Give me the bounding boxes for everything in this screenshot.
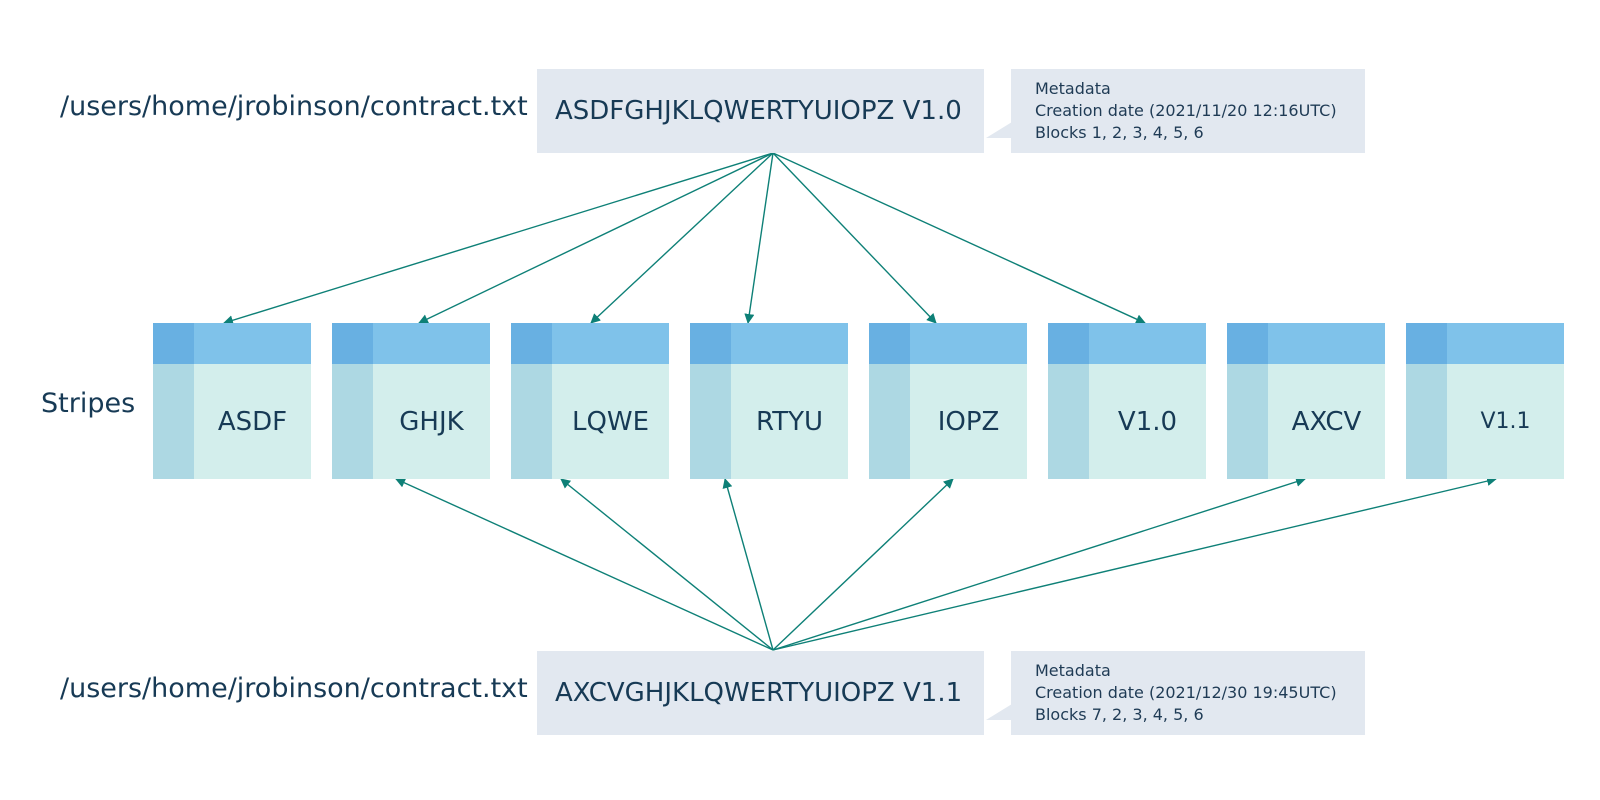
metadata-pointer-v1-1: [986, 704, 1012, 720]
file-content-v1-1: AXCVGHJKLQWERTYUIOPZ V1.1: [537, 651, 984, 735]
stripe-label: LQWE: [571, 406, 650, 437]
arrow-v1-0-to-asdf: [223, 152, 774, 326]
stripe-label: V1.1: [1480, 409, 1531, 434]
arrow-v1-0-to-v1-0: [772, 152, 1146, 324]
stripe-iopz: IOPZ: [869, 323, 1027, 479]
stripe-axcv: AXCV: [1227, 323, 1385, 479]
arrow-v1-1-to-rtyu: [722, 478, 774, 651]
stripe-label: IOPZ: [937, 406, 1000, 437]
stripe-label: ASDF: [217, 406, 288, 437]
metadata-blocks: Blocks 1, 2, 3, 4, 5, 6: [1035, 123, 1204, 142]
arrow-v1-1-to-axcv: [772, 476, 1306, 651]
stripe-label: V1.0: [1117, 406, 1178, 437]
stripe-rtyu: RTYU: [690, 323, 848, 479]
stripes-label: Stripes: [41, 388, 136, 419]
arrow-v1-0-to-ghjk: [418, 152, 774, 324]
stripe-v1-0: V1.0: [1048, 323, 1206, 479]
stripe-ghjk: GHJK: [332, 323, 490, 479]
arrow-v1-1-to-ghjk: [395, 478, 774, 651]
arrow-v1-0-to-iopz: [772, 152, 937, 324]
metadata-title: Metadata: [1035, 661, 1111, 680]
file-content-v1: ASDFGHJKLQWERTYUIOPZ V1.0: [537, 69, 984, 153]
file-path-v1: /users/home/jrobinson/contract.txt: [60, 91, 528, 122]
stripe-v1-1: V1.1: [1406, 323, 1564, 479]
metadata-blocks: Blocks 7, 2, 3, 4, 5, 6: [1035, 705, 1204, 724]
metadata-box-v1: Metadata Creation date (2021/11/20 12:16…: [1011, 69, 1365, 153]
metadata-title: Metadata: [1035, 79, 1111, 98]
stripe-asdf: ASDF: [153, 323, 311, 479]
metadata-creation-date: Creation date (2021/11/20 12:16UTC): [1035, 101, 1337, 120]
arrow-v1-0-to-rtyu: [744, 152, 774, 324]
metadata-box-v1-1: Metadata Creation date (2021/12/30 19:45…: [1011, 651, 1365, 735]
metadata-creation-date: Creation date (2021/12/30 19:45UTC): [1035, 683, 1337, 702]
arrow-v1-1-to-lqwe: [560, 478, 774, 651]
arrow-v1-1-to-v1-1: [772, 476, 1497, 651]
stripe-label: RTYU: [756, 406, 823, 437]
stripe-label: GHJK: [399, 406, 464, 437]
metadata-pointer-v1: [986, 122, 1012, 138]
file-path-v1-1: /users/home/jrobinson/contract.txt: [60, 673, 528, 704]
stripe-lqwe: LQWE: [511, 323, 669, 479]
arrow-v1-0-to-lqwe: [590, 152, 774, 324]
arrow-v1-1-to-iopz: [772, 478, 954, 651]
stripe-label: AXCV: [1291, 406, 1362, 437]
